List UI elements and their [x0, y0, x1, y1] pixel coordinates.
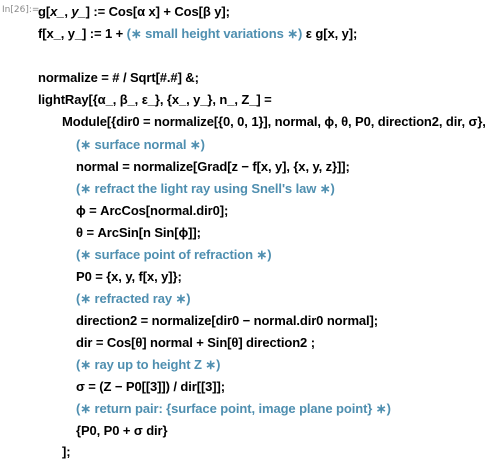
pattern-x: x_ — [50, 4, 65, 19]
code-line-module[interactable]: Module[{dir0 = normalize[{0, 0, 1}], nor… — [62, 114, 486, 129]
input-cell-label: In[26]:= — [2, 5, 40, 15]
code-line-close[interactable]: ]; — [62, 444, 71, 459]
pattern-y: y_ — [71, 4, 86, 19]
code-line-f-definition[interactable]: f[x_, y_] := 1 + (∗ small height variati… — [38, 26, 357, 41]
code-line-direction2[interactable]: direction2 = normalize[dir0 − normal.dir… — [76, 313, 379, 328]
comment-refract[interactable]: (∗ refract the light ray using Snell's l… — [76, 181, 335, 196]
comment-ray-up[interactable]: (∗ ray up to height Z ∗) — [76, 357, 221, 372]
code-comment: (∗ small height variations ∗) — [126, 26, 303, 41]
code-line-p0[interactable]: P0 = {x, y, f[x, y]}; — [76, 269, 182, 284]
code-text: ] := Cos[α x] + Cos[β y]; — [85, 4, 230, 19]
code-line-sigma[interactable]: σ = (Z − P0[[3]]) / dir[[3]]; — [76, 379, 225, 394]
code-text: ε g[x, y]; — [302, 26, 358, 41]
code-line-normal[interactable]: normal = normalize[Grad[z − f[x, y], {x,… — [76, 159, 350, 174]
code-line-theta[interactable]: θ = ArcSin[n Sin[ϕ]]; — [76, 225, 201, 240]
code-line-lightray-definition[interactable]: lightRay[{α_, β_, ε_}, {x_, y_}, n_, Z_]… — [38, 92, 272, 107]
code-line-normalize[interactable]: normalize = # / Sqrt[#.#] &; — [38, 70, 199, 85]
code-line-return[interactable]: {P0, P0 + σ dir} — [76, 423, 168, 438]
code-text: f[x_, y_] := 1 + — [38, 26, 127, 41]
code-line-phi[interactable]: ϕ = ArcCos[normal.dir0]; — [76, 203, 229, 218]
comment-surface-point[interactable]: (∗ surface point of refraction ∗) — [76, 247, 272, 262]
comment-return-pair[interactable]: (∗ return pair: {surface point, image pl… — [76, 401, 391, 416]
comment-surface-normal[interactable]: (∗ surface normal ∗) — [76, 137, 205, 152]
code-text: , — [64, 4, 72, 19]
code-text: g[ — [38, 4, 51, 19]
code-line-g-definition[interactable]: g[x_, y_] := Cos[α x] + Cos[β y]; — [38, 4, 230, 19]
comment-refracted-ray[interactable]: (∗ refracted ray ∗) — [76, 291, 191, 306]
code-line-dir[interactable]: dir = Cos[θ] normal + Sin[θ] direction2 … — [76, 335, 315, 350]
